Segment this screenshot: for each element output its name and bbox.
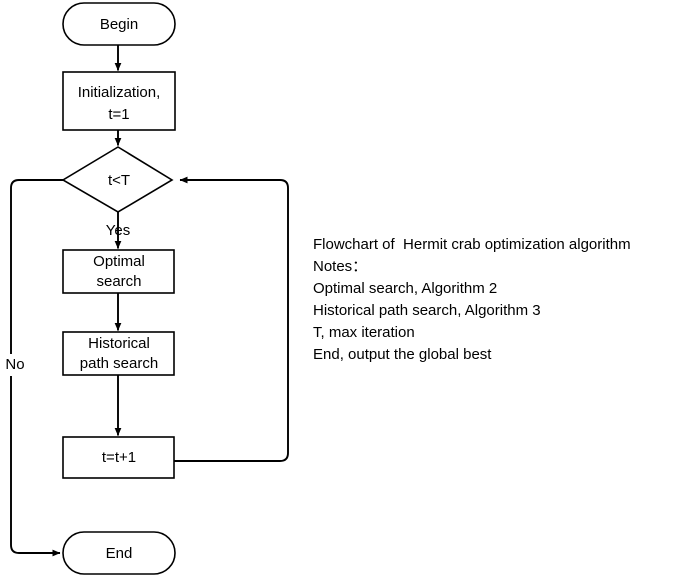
notes-heading: Notes：	[313, 258, 368, 275]
edge-label-no-group: No	[1, 354, 27, 376]
node-initialization: Initialization, t=1	[62, 71, 176, 131]
initialization-label-line2: t=1	[108, 106, 129, 123]
node-begin: Begin	[62, 2, 176, 46]
note-item-max-iteration: T, max iteration	[313, 324, 415, 341]
end-shape	[62, 531, 176, 575]
initialization-shape	[62, 71, 176, 131]
no-label-backdrop	[1, 354, 27, 376]
increment-shape	[62, 436, 175, 479]
note-item-historical-path-search: Historical path search, Algorithm 3	[313, 302, 541, 319]
historical-path-search-label-line2: path search	[80, 355, 158, 372]
node-historical-path-search: Historical path search	[62, 331, 175, 376]
optimal-search-label-line2: search	[96, 273, 141, 290]
begin-shape	[62, 2, 176, 46]
condition-shape	[61, 146, 174, 213]
optimal-search-shape	[62, 249, 175, 294]
edge-label-yes: Yes	[106, 222, 130, 239]
end-label: End	[106, 545, 133, 562]
edge-increment-to-condition-loop	[174, 176, 289, 462]
flowchart-caption-title: Flowchart of Hermit crab optimization al…	[313, 236, 631, 253]
note-item-optimal-search: Optimal search, Algorithm 2	[313, 280, 498, 297]
notes-panel: Flowchart of Hermit crab optimization al…	[313, 234, 685, 366]
condition-label: t<T	[108, 172, 130, 189]
initialization-label-line1: Initialization,	[78, 84, 161, 101]
begin-label: Begin	[100, 16, 138, 33]
optimal-search-label-line1: Optimal	[93, 253, 145, 270]
historical-path-search-label-line1: Historical	[88, 335, 150, 352]
node-optimal-search: Optimal search	[62, 249, 175, 294]
increment-label: t=t+1	[102, 449, 136, 466]
node-end: End	[62, 531, 176, 575]
historical-path-search-shape	[62, 331, 175, 376]
edge-label-no: No	[5, 356, 24, 373]
node-condition: t<T	[61, 146, 174, 213]
node-increment: t=t+1	[62, 436, 175, 479]
note-item-end-output: End, output the global best	[313, 346, 492, 363]
